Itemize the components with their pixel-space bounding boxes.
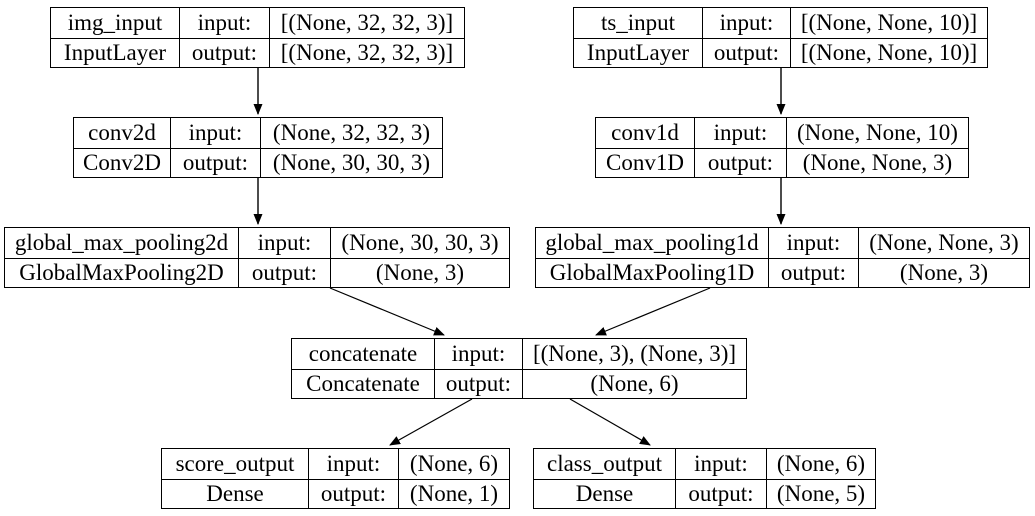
- input-label: input:: [675, 449, 766, 479]
- layer-name: ts_input: [600, 9, 676, 35]
- output-shape: (None, 5): [766, 478, 875, 508]
- layer-name: img_input: [67, 9, 163, 35]
- edge-global_max_pooling1d-concatenate: [595, 287, 711, 336]
- edge-concatenate-score_output: [389, 398, 473, 446]
- layer-name: conv2d: [88, 119, 156, 145]
- input-label: input:: [694, 118, 786, 148]
- input-shape: (None, 6): [766, 449, 875, 479]
- output-label: output:: [170, 147, 260, 177]
- output-shape: (None, None, 3): [786, 147, 968, 177]
- input-shape: (None, 30, 30, 3): [330, 228, 509, 258]
- layer-name: concatenate: [308, 340, 418, 366]
- input-label: input:: [768, 228, 858, 258]
- layer-type: Conv1D: [596, 147, 694, 178]
- input-shape: [(None, 3), (None, 3)]: [522, 339, 746, 369]
- output-label: output:: [238, 257, 330, 287]
- layer-name: global_max_pooling1d: [545, 229, 759, 255]
- layer-type: Dense: [162, 478, 308, 509]
- input-label: input:: [170, 118, 260, 148]
- layer-node-global-max-pooling1d: global_max_pooling1d input: (None, None,…: [535, 227, 1030, 288]
- layer-type: InputLayer: [574, 37, 702, 68]
- output-label: output:: [434, 368, 522, 398]
- output-shape: (None, 3): [330, 257, 509, 287]
- layer-node-global-max-pooling2d: global_max_pooling2d input: (None, 30, 3…: [4, 227, 510, 288]
- layer-node-class-output: class_output input: (None, 6) Dense outp…: [533, 448, 876, 509]
- output-label: output:: [768, 257, 858, 287]
- layer-node-conv1d: conv1d input: (None, None, 10) Conv1D ou…: [595, 117, 969, 178]
- output-shape: (None, 3): [858, 257, 1029, 287]
- layer-type: InputLayer: [51, 37, 179, 68]
- output-label: output:: [179, 37, 269, 67]
- layer-type: Concatenate: [292, 368, 434, 399]
- layer-name: score_output: [175, 450, 295, 476]
- layer-type: Conv2D: [74, 147, 170, 178]
- output-shape: (None, 1): [398, 478, 509, 508]
- input-label: input:: [434, 339, 522, 369]
- layer-type: Dense: [534, 478, 675, 509]
- output-shape: (None, 30, 30, 3): [260, 147, 442, 177]
- input-label: input:: [179, 8, 269, 38]
- layer-node-ts-input: ts_input input: [(None, None, 10)] Input…: [573, 7, 988, 68]
- layer-name: class_output: [547, 450, 662, 476]
- layer-name: global_max_pooling2d: [14, 229, 229, 255]
- output-shape: [(None, None, 10)]: [790, 37, 987, 67]
- layer-type: GlobalMaxPooling2D: [5, 257, 238, 288]
- output-label: output:: [702, 37, 790, 67]
- input-shape: [(None, None, 10)]: [790, 8, 987, 38]
- output-shape: [(None, 32, 32, 3)]: [269, 37, 464, 67]
- edge-global_max_pooling2d-concatenate: [329, 287, 445, 336]
- input-shape: (None, 6): [398, 449, 509, 479]
- input-shape: (None, None, 3): [858, 228, 1029, 258]
- input-label: input:: [308, 449, 398, 479]
- input-label: input:: [238, 228, 330, 258]
- output-label: output:: [675, 478, 766, 508]
- output-label: output:: [694, 147, 786, 177]
- input-label: input:: [702, 8, 790, 38]
- layer-node-conv2d: conv2d input: (None, 32, 32, 3) Conv2D o…: [73, 117, 443, 178]
- layer-type: GlobalMaxPooling1D: [536, 257, 768, 288]
- input-shape: [(None, 32, 32, 3)]: [269, 8, 464, 38]
- edge-concatenate-class_output: [569, 398, 651, 446]
- input-shape: (None, None, 10): [786, 118, 968, 148]
- input-shape: (None, 32, 32, 3): [260, 118, 442, 148]
- layer-node-img-input: img_input input: [(None, 32, 32, 3)] Inp…: [50, 7, 465, 68]
- layer-name: conv1d: [611, 119, 679, 145]
- output-shape: (None, 6): [522, 368, 746, 398]
- layer-node-score-output: score_output input: (None, 6) Dense outp…: [161, 448, 510, 509]
- output-label: output:: [308, 478, 398, 508]
- layer-node-concatenate: concatenate input: [(None, 3), (None, 3)…: [291, 338, 747, 399]
